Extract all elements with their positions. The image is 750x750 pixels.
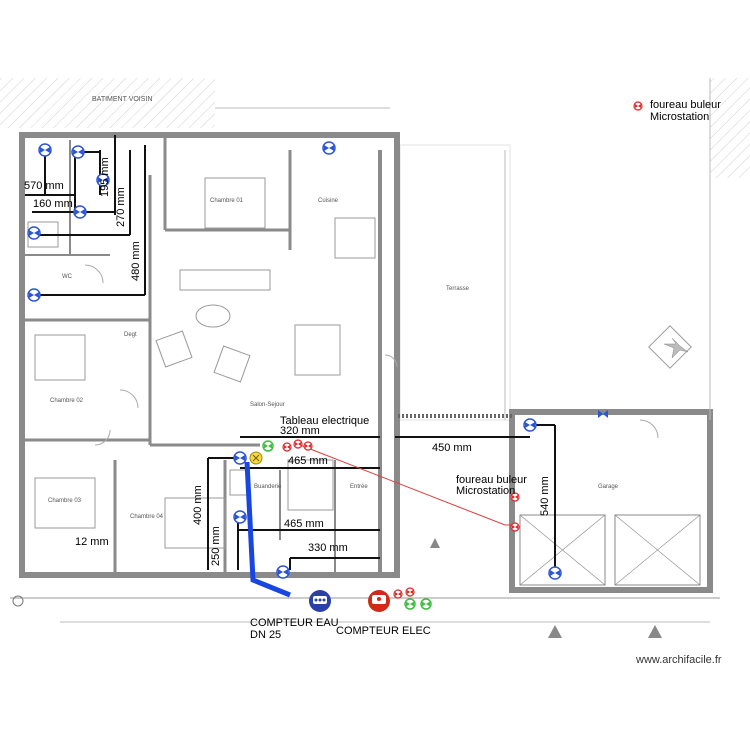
room-chambre1: Chambre 01 <box>210 198 244 204</box>
dim-320: 320 mm <box>280 425 320 437</box>
bowtie-valve-icon <box>598 410 608 418</box>
valve-icon <box>233 510 247 524</box>
electric-meter-icon[interactable] <box>368 590 390 612</box>
dim-195: 195 mm <box>99 157 111 197</box>
dim-540: 540 mm <box>539 476 551 516</box>
valve-icon <box>27 226 41 240</box>
valve-icon <box>27 288 41 302</box>
measure-lines <box>25 135 556 573</box>
dim-270: 270 mm <box>115 187 127 227</box>
furniture <box>27 177 692 549</box>
valve-icon <box>38 143 52 157</box>
foureau-label-1: foureau buleur <box>456 474 527 486</box>
valve-icon <box>71 145 85 159</box>
garage-walls <box>509 409 713 593</box>
room-chambre4: Chambre 04 <box>130 514 164 520</box>
right-hatch <box>710 78 750 178</box>
room-buanderie: Buanderie <box>254 484 282 490</box>
valve-icon <box>548 566 562 580</box>
terrace-hatch <box>399 144 511 421</box>
room-degt: Degt <box>124 332 137 338</box>
origin-marker-icon <box>12 595 24 607</box>
room-garage: Garage <box>598 484 619 490</box>
compass-icon <box>663 337 689 359</box>
doors <box>84 264 659 446</box>
arrow-icon <box>430 538 440 548</box>
arrow-icon <box>548 625 562 638</box>
dim-450: 450 mm <box>432 442 472 454</box>
water-meter-icon[interactable] <box>309 590 331 612</box>
tableau-label: Tableau electrique <box>280 415 370 427</box>
room-cuisine: Cuisine <box>318 198 339 204</box>
room-chambre3: Chambre 03 <box>48 498 82 504</box>
electric-panel-icon[interactable] <box>249 451 263 465</box>
compteur-elec-label: COMPTEUR ELEC <box>336 625 431 637</box>
room-chambre2: Chambre 02 <box>50 398 84 404</box>
dim-480: 480 mm <box>130 241 142 281</box>
room-salon: Salon-Sejour <box>250 402 285 408</box>
neighbor-hatch <box>0 78 215 128</box>
water-pipe <box>244 461 291 598</box>
room-wc: WC <box>62 274 72 280</box>
legend-line1: foureau buleur <box>650 99 721 111</box>
dim-465-bottom: 465 mm <box>284 518 324 530</box>
house-walls <box>19 132 400 578</box>
dim-12: 12 mm <box>75 536 109 548</box>
valve-icon <box>233 451 247 465</box>
compteur-eau-label: COMPTEUR EAU <box>250 617 339 629</box>
room-entree: Entrée <box>350 484 368 490</box>
dn25-label: DN 25 <box>250 629 282 641</box>
watermark: www.archifacile.fr <box>636 654 722 666</box>
dim-465-top: 465 mm <box>288 455 328 467</box>
dim-160: 160 mm <box>33 198 73 210</box>
neighbor-label: BATIMENT VOISIN <box>92 96 153 103</box>
valve-icon <box>73 205 87 219</box>
dim-250: 250 mm <box>210 526 222 566</box>
dim-400: 400 mm <box>192 485 204 525</box>
valve-icon <box>322 141 336 155</box>
arrow-icon <box>648 625 662 638</box>
dim-570: 570 mm <box>24 180 64 192</box>
foureau-label-2: Microstation <box>456 485 516 497</box>
red-valve-icon <box>633 101 643 111</box>
valve-icon <box>276 565 290 579</box>
dim-330: 330 mm <box>308 542 348 554</box>
valve-icon <box>523 418 537 432</box>
legend-line2: Microstation <box>650 111 710 123</box>
room-terrasse: Terrasse <box>446 286 470 292</box>
